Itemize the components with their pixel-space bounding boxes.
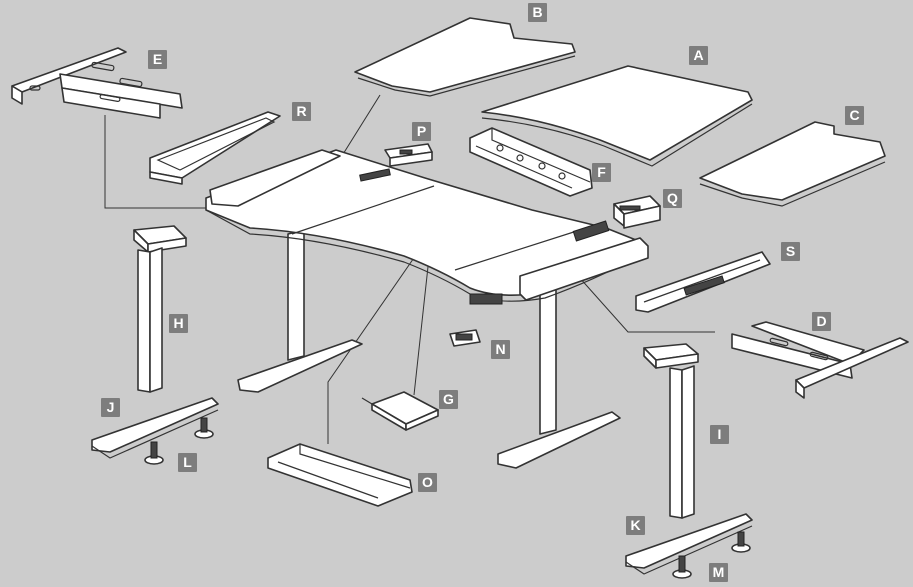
label-r: R: [292, 102, 311, 121]
frame-bracket-e: [11, 47, 183, 119]
side-cover-s: [635, 251, 771, 313]
control-bracket-p: [384, 143, 433, 167]
leg-column-i: [643, 343, 699, 519]
label-p: P: [412, 122, 431, 141]
side-cover-r: [149, 111, 281, 185]
label-a: A: [689, 46, 708, 65]
label-k: K: [626, 516, 645, 535]
leader-o: [327, 225, 437, 444]
leveling-feet-m: [672, 531, 751, 579]
label-o: O: [418, 473, 437, 492]
label-i: I: [710, 425, 729, 444]
cable-tray-f: [469, 127, 593, 197]
control-box-q: [613, 195, 661, 229]
label-f: F: [592, 163, 611, 182]
cable-tray-o: [267, 443, 413, 507]
label-l: L: [178, 453, 197, 472]
leg-column-h: [133, 225, 187, 393]
foot-j: [91, 397, 219, 459]
top-panel-b: [354, 17, 576, 97]
label-q: Q: [663, 189, 682, 208]
foot-k: [625, 513, 753, 575]
label-m: M: [709, 563, 728, 582]
label-d: D: [812, 312, 831, 331]
label-e: E: [148, 50, 167, 69]
label-b: B: [528, 3, 547, 22]
label-c: C: [845, 106, 864, 125]
frame-bracket-d: [731, 321, 909, 399]
leveling-feet-l: [144, 417, 214, 465]
handset-n: [449, 329, 481, 347]
label-g: G: [439, 390, 458, 409]
top-panel-c: [699, 121, 886, 207]
label-h: H: [169, 314, 188, 333]
top-panel-a: [481, 65, 753, 167]
label-n: N: [491, 340, 510, 359]
label-j: J: [101, 398, 120, 417]
power-supply-g: [361, 391, 439, 431]
assembled-desk-top: [205, 149, 649, 305]
label-s: S: [781, 242, 800, 261]
